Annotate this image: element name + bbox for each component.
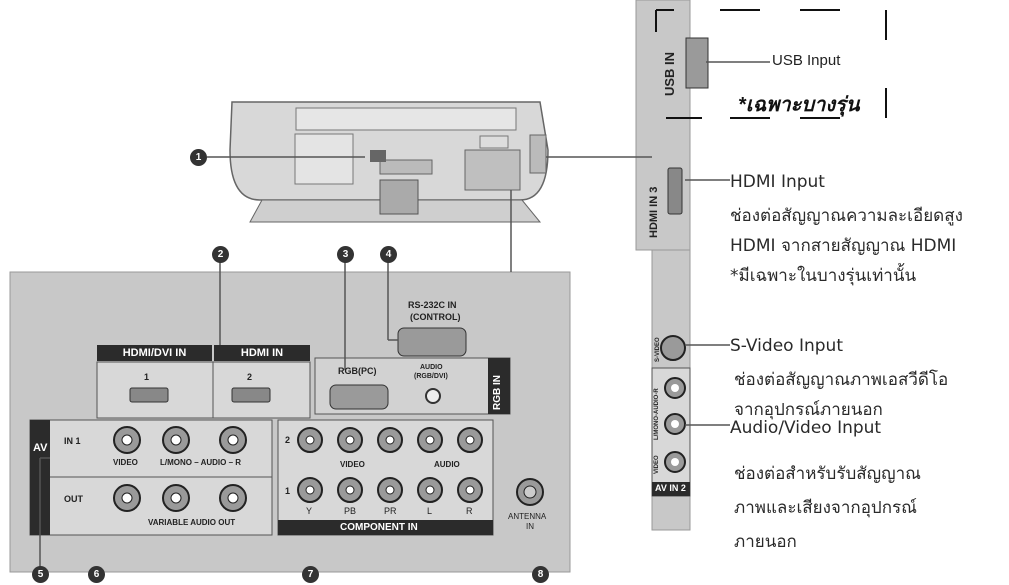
rgb-pc-label: RGB(PC) (338, 366, 377, 376)
component-l-label: L (427, 506, 433, 516)
hdmi-dvi-in-label: HDMI/DVI IN (97, 345, 212, 361)
audio-rgb-dvi-label: (RGB/DVI) (414, 373, 448, 380)
usb-input-title: USB Input (772, 52, 841, 69)
rs232c-label: RS-232C IN (408, 300, 457, 310)
variable-audio-out-label: VARIABLE AUDIO OUT (148, 518, 236, 527)
leader-lines (39, 61, 770, 568)
usb-in-label: USB IN (662, 51, 677, 96)
av-side-video-port-label: VIDEO (654, 455, 660, 474)
hdmi-in-3-label: HDMI IN 3 (648, 186, 660, 238)
svideo-port-label: S-VIDEO (655, 337, 661, 362)
av-input-title: Audio/Video Input (730, 418, 882, 438)
audio-rgb-label: AUDIO (420, 364, 443, 371)
hdmi-port-1-label: 1 (144, 372, 150, 382)
rgb-in-label: RGB IN (492, 375, 503, 410)
component-row-1-label: 1 (285, 486, 291, 496)
rs232c-control-label: (CONTROL) (410, 312, 461, 322)
callout-badge: 6 (88, 566, 105, 583)
av-in1-label: IN 1 (64, 436, 81, 446)
hdmi-input-desc: HDMI จากสายสัญญาณ HDMI (730, 236, 957, 256)
tv-back-illustration (229, 101, 549, 223)
component-r-label: R (466, 506, 473, 516)
av-label: AV (33, 442, 48, 454)
av-input-desc: ช่องต่อสำหรับรับสัญญาณ (734, 464, 921, 484)
usb-dashed-frame (655, 9, 887, 119)
hdmi-input-note: *มีเฉพาะในบางรุ่นเท่านั้น (730, 266, 917, 286)
av-input-desc: ภาพและเสียงจากอุปกรณ์ (734, 498, 917, 518)
component-row-2-label: 2 (285, 435, 291, 445)
svideo-input-desc: จากอุปกรณ์ภายนอก (734, 400, 883, 420)
svideo-input-desc: ช่องต่อสัญญาณภาพเอสวีดีโอ (734, 370, 949, 390)
hdmi-port-2-label: 2 (247, 372, 253, 382)
hdmi-input-desc: ช่องต่อสัญญาณความละเอียดสูง (730, 206, 963, 226)
av-video-label: VIDEO (113, 458, 138, 467)
callout-badge: 2 (212, 246, 229, 263)
component-pb-label: PB (344, 506, 357, 516)
av-out-label: OUT (64, 494, 83, 504)
side-panel (635, 0, 709, 531)
callout-badge: 7 (302, 566, 319, 583)
callout-badge: 3 (337, 246, 354, 263)
antenna-in-label: IN (526, 522, 534, 531)
component-in-label: COMPONENT IN (340, 522, 418, 533)
back-panel (9, 271, 571, 573)
hdmi-in-label: HDMI IN (214, 345, 310, 361)
antenna-label: ANTENNA (508, 512, 547, 521)
callout-badge: 4 (380, 246, 397, 263)
av-audio-label: L/MONO – AUDIO – R (160, 458, 242, 467)
av-side-audio-port-label: L/MONO-AUDIO-R (654, 388, 660, 440)
hdmi-input-title: HDMI Input (730, 172, 825, 192)
av-input-desc: ภายนอก (734, 532, 797, 552)
component-y-label: Y (306, 506, 313, 516)
callout-badge: 1 (190, 149, 207, 166)
svideo-input-title: S-Video Input (730, 336, 843, 356)
usb-model-note: *เฉพาะบางรุ่น (738, 94, 860, 116)
component-audio-label: AUDIO (434, 460, 460, 469)
component-pr-label: PR (384, 506, 397, 516)
callout-badge: 8 (532, 566, 549, 583)
callout-badge: 5 (32, 566, 49, 583)
component-video-label: VIDEO (340, 460, 365, 469)
av-in-2-label: AV IN 2 (655, 483, 686, 493)
